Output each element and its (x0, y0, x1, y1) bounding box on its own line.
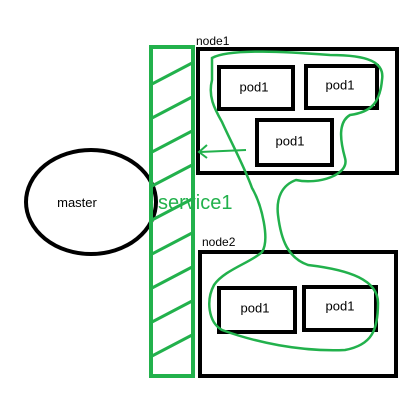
node1-label: node1 (196, 34, 230, 48)
node2-box: node2 pod1 pod1 (198, 235, 398, 378)
pod-label: pod1 (326, 77, 355, 92)
master-ellipse (24, 148, 158, 256)
pod-box (217, 286, 297, 334)
pod-box (217, 65, 295, 111)
pod-box (302, 285, 378, 332)
node1-box: node1 pod1 pod1 pod1 (196, 34, 399, 175)
master-node: master (24, 148, 158, 256)
pod-label: pod1 (276, 133, 305, 148)
node2-label: node2 (202, 235, 236, 249)
pod-box (255, 118, 334, 167)
node2-border (198, 250, 398, 378)
pod-label: pod1 (241, 300, 270, 315)
arrow-to-service (197, 144, 247, 159)
service1-label: service1 (158, 192, 232, 214)
pod-group-outline (208, 50, 384, 352)
pod-label: pod1 (326, 298, 355, 313)
node1-border (196, 47, 399, 175)
pod-box (304, 64, 379, 110)
service1-hatching (151, 60, 195, 358)
pod-label: pod1 (240, 79, 269, 94)
service1-border (149, 45, 195, 378)
master-label: master (57, 195, 97, 210)
service1-bar: service1 (149, 45, 232, 378)
